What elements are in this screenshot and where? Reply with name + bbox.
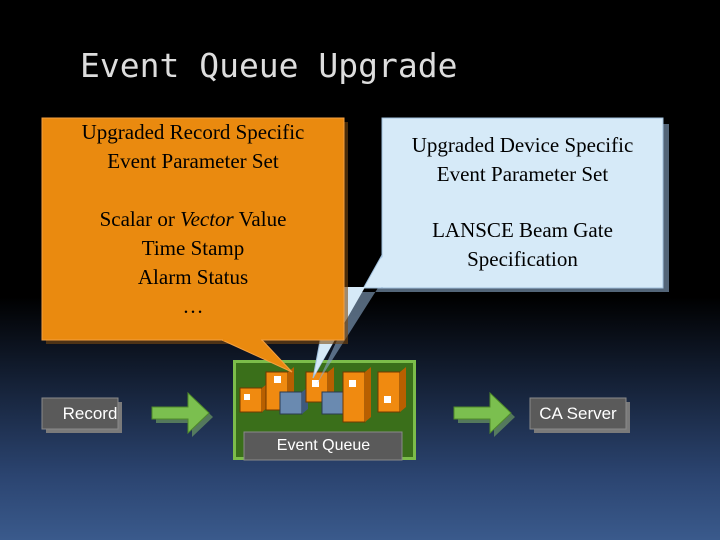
arrow-queue-to-ca-server (453, 391, 515, 437)
arrow-record-to-queue (151, 391, 213, 437)
record-item-ellipsis: … (182, 294, 204, 318)
record-item-timestamp: Time Stamp (141, 236, 245, 260)
record-heading-line-2: Event Parameter Set (107, 149, 279, 173)
record-label-box (41, 397, 122, 433)
slide-title: Event Queue Upgrade (80, 46, 458, 85)
device-heading-line-1: Upgraded Device Specific (411, 133, 634, 157)
record-callout (41, 117, 348, 373)
device-heading-line-2: Event Parameter Set (436, 162, 609, 186)
device-callout (312, 117, 669, 384)
record-item-value: Scalar or Vector Value (42, 205, 344, 234)
device-callout-text: Upgraded Device Specific Event Parameter… (382, 131, 663, 274)
ca-server-label-box (529, 397, 630, 433)
record-heading-line-1: Upgraded Record Specific (81, 120, 305, 144)
record-item-vector: Vector (180, 207, 234, 231)
event-block (342, 367, 371, 423)
record-callout-text: Upgraded Record Specific Event Parameter… (42, 118, 344, 321)
record-item-value-prefix: Scalar or (99, 207, 181, 231)
record-item-value-suffix: Value (233, 207, 287, 231)
device-item-beam-gate: LANSCE Beam Gate (432, 218, 613, 242)
device-item-specification: Specification (467, 247, 578, 271)
queue-event-blocks (239, 367, 406, 423)
event-block (377, 367, 406, 413)
event-queue-label: Event Queue (276, 437, 371, 454)
ca-server-label: CA Server (539, 404, 617, 423)
record-label: Record (62, 404, 118, 423)
record-item-alarm-status: Alarm Status (137, 265, 249, 289)
